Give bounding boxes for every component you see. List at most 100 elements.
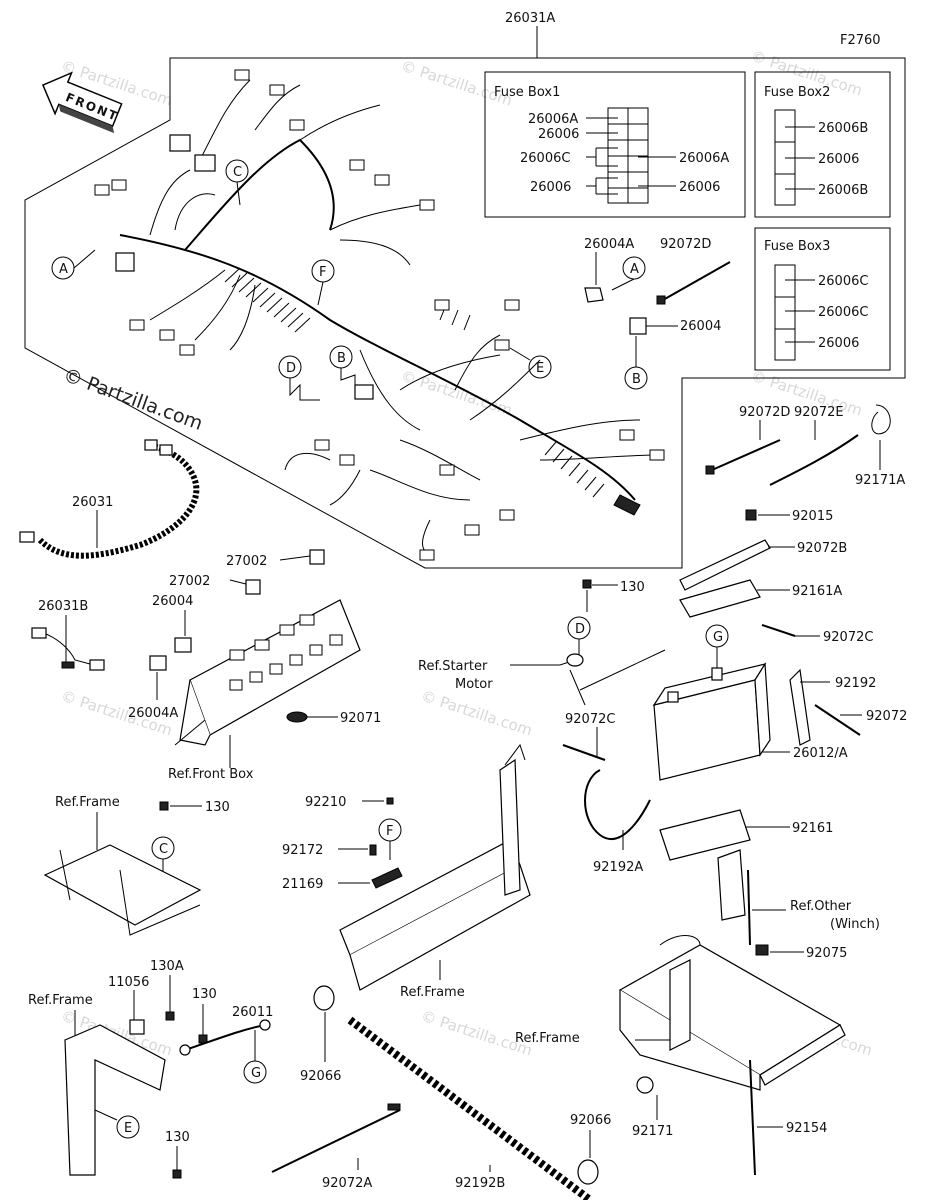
callout-F: F — [319, 265, 326, 280]
part-label-92171A: 92171A — [855, 473, 905, 488]
front-box: 27002 27002 26004 26004A 92071 Ref.Front… — [128, 549, 381, 782]
part-label-26004A: 26004A — [128, 706, 178, 721]
part-label-92072A: 92072A — [322, 1176, 372, 1191]
callout-B: B — [337, 351, 346, 366]
part-label-92066: 92066 — [300, 1069, 341, 1084]
part-label-92072D: 92072D — [739, 405, 790, 420]
part-label-92072: 92072 — [866, 709, 907, 724]
part-label-92192B: 92192B — [455, 1176, 505, 1191]
part-label-92192: 92192 — [835, 676, 876, 691]
harness-26031: 26031 — [19, 439, 200, 559]
ref-frame-mid: Ref.Frame — [400, 985, 465, 1000]
part-label-130: 130 — [205, 800, 230, 815]
ref-frame-right: Ref.Frame — [515, 1031, 580, 1046]
watermark: © Partzilla.com — [419, 687, 535, 740]
part-label-26012A: 26012/A — [793, 746, 848, 761]
ref-front-box: Ref.Front Box — [168, 767, 254, 782]
fuse-label: 26006 — [679, 180, 720, 195]
fuse-label: 26006C — [818, 274, 868, 289]
fuse-label: 26006A — [679, 151, 729, 166]
part-label-92072D: 92072D — [660, 237, 711, 252]
part-label-92210: 92210 — [305, 795, 346, 810]
part-label-21169: 21169 — [282, 877, 323, 892]
callout-C: C — [159, 842, 168, 857]
part-label-26004: 26004 — [680, 319, 721, 334]
part-label-11056: 11056 — [108, 975, 149, 990]
part-label-26011: 26011 — [232, 1005, 273, 1020]
callout-G: G — [713, 630, 723, 645]
part-label-130: 130 — [620, 580, 645, 595]
battery-assembly: 92015 92072B 130 92161A 92072C 92192 920… — [418, 509, 907, 961]
part-label-26031: 26031 — [72, 495, 113, 510]
callout-circles: A C F D B E A B G D C F G E — [51, 159, 729, 1139]
left-frame: Ref.Frame 130 — [43, 795, 230, 936]
main-wiring-harness — [94, 69, 665, 561]
fuse-box-2-title: Fuse Box2 — [764, 85, 830, 100]
conduit-parts: 92066 92072A 92192B 92066 — [271, 985, 611, 1200]
fuse-label: 26006B — [818, 183, 868, 198]
part-label-130: 130 — [165, 1130, 190, 1145]
ref-frame-lower-left: Ref.Frame — [28, 993, 93, 1008]
connector-parts: 26004A 92072D 26004 — [584, 237, 731, 367]
part-label-92172: 92172 — [282, 843, 323, 858]
cable-ties: 92072D 92072E 92171A — [705, 404, 905, 488]
diagram-code: F2760 — [840, 33, 881, 48]
callout-A: A — [59, 262, 68, 277]
callout-D: D — [286, 361, 296, 376]
part-label-92072E: 92072E — [794, 405, 844, 420]
harness-group-outline — [24, 57, 906, 569]
fuse-box-2: Fuse Box2 26006B 26006 26006B — [754, 71, 891, 218]
fuse-box-1: Fuse Box1 26006A 26006 26006C 26006A 260… — [484, 71, 746, 218]
watermark: © Partzilla.com — [399, 367, 515, 420]
callout-C: C — [233, 165, 242, 180]
fuse-label: 26006C — [818, 305, 868, 320]
lower-left-frame: Ref.Frame 11056 130A 130 26011 130 — [28, 959, 273, 1179]
part-label-92161A: 92161A — [792, 584, 842, 599]
part-label-92072B: 92072B — [797, 541, 847, 556]
part-label-92154: 92154 — [786, 1121, 827, 1136]
callout-F: F — [386, 824, 393, 839]
fuse-label: 26006B — [818, 121, 868, 136]
part-label-27002: 27002 — [226, 554, 267, 569]
harness-26031B: 26031B — [31, 599, 105, 671]
part-label-92192A: 92192A — [593, 860, 643, 875]
fuse-label: 26006A — [528, 112, 578, 127]
callout-B: B — [632, 372, 641, 387]
callout-D: D — [575, 622, 585, 637]
callout-A: A — [630, 262, 639, 277]
part-label-130: 130 — [192, 987, 217, 1002]
part-label-26004: 26004 — [152, 594, 193, 609]
middle-frame: 92210 92172 21169 Ref.Frame — [282, 743, 531, 1000]
ref-starter-motor-line1: Ref.Starter — [418, 659, 488, 674]
part-label-92015: 92015 — [792, 509, 833, 524]
callout-E: E — [124, 1121, 132, 1136]
part-label-27002: 27002 — [169, 574, 210, 589]
part-label-26031B: 26031B — [38, 599, 88, 614]
fuse-box-3-title: Fuse Box3 — [764, 239, 830, 254]
ref-other-winch-line1: Ref.Other — [790, 899, 852, 914]
battery-tray-frame: Ref.Frame 92171 92154 — [515, 935, 846, 1176]
part-label-92072C: 92072C — [823, 630, 873, 645]
callout-G: G — [251, 1066, 261, 1081]
part-label-92161: 92161 — [792, 821, 833, 836]
part-label-92066: 92066 — [570, 1113, 611, 1128]
fuse-label: 26006 — [818, 152, 859, 167]
part-label-92075: 92075 — [806, 946, 847, 961]
ref-starter-motor-line2: Motor — [455, 677, 493, 692]
part-label-26031A: 26031A — [505, 11, 555, 26]
ref-frame-left: Ref.Frame — [55, 795, 120, 810]
fuse-label: 26006C — [520, 151, 570, 166]
part-label-130A: 130A — [150, 959, 184, 974]
fuse-label: 26006 — [818, 336, 859, 351]
ref-other-winch-line2: (Winch) — [830, 917, 880, 932]
callout-E: E — [536, 361, 544, 376]
fuse-box-3: Fuse Box3 26006C 26006C 26006 — [754, 227, 891, 371]
part-label-26004A: 26004A — [584, 237, 634, 252]
fuse-label: 26006 — [538, 127, 579, 142]
watermark: © Partzilla.com — [399, 57, 515, 110]
part-label-92072C: 92072C — [565, 712, 615, 727]
part-label-92071: 92071 — [340, 711, 381, 726]
partzilla-watermark: © Partzilla.com — [60, 364, 205, 435]
fuse-box-1-title: Fuse Box1 — [494, 85, 560, 100]
